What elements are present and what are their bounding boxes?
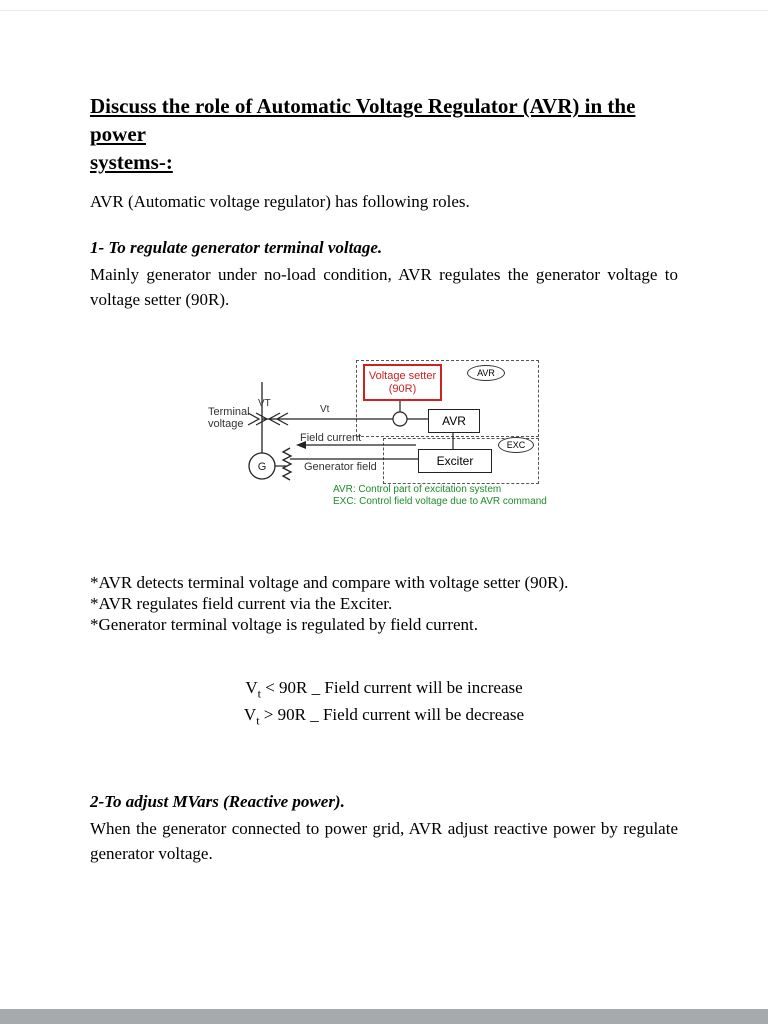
- summing-junction: [392, 411, 408, 427]
- field-current-arrowhead: [296, 441, 306, 449]
- equation-decrease: Vt > 90R _ Field current will be decreas…: [243, 705, 525, 728]
- legend-exc: EXC: Control field voltage due to AVR co…: [333, 496, 547, 507]
- avr-oval-tag: AVR: [467, 365, 505, 381]
- voltage-setter-box: Voltage setter (90R): [363, 364, 442, 401]
- viewer-bottom-bar: [0, 1009, 768, 1024]
- subscript: t: [256, 713, 260, 728]
- section-2-heading: 2-To adjust MVars (Reactive power).: [90, 791, 345, 811]
- generator-label: G: [258, 461, 267, 473]
- field-current-label: Field current: [300, 432, 362, 444]
- avr-block-diagram: G Voltage setter (90R) AVR Exciter AVR E…: [90, 356, 678, 514]
- notes-list: *AVR detects terminal voltage and compar…: [90, 572, 678, 635]
- document-content: Discuss the role of Automatic Voltage Re…: [90, 92, 678, 863]
- subscript: t: [257, 686, 261, 701]
- vt-signal-label: Vt: [320, 404, 330, 415]
- title-line-2: systems-:: [90, 150, 173, 174]
- exc-oval-tag: EXC: [498, 437, 534, 453]
- note-item: *AVR regulates field current via the Exc…: [90, 594, 393, 613]
- avr-box: AVR: [428, 409, 480, 433]
- generator-field-label: Generator field: [302, 461, 379, 473]
- page-title: Discuss the role of Automatic Voltage Re…: [90, 92, 678, 176]
- voltage-setter-label-1: Voltage setter: [368, 369, 437, 382]
- intro-paragraph: AVR (Automatic voltage regulator) has fo…: [90, 192, 470, 211]
- page-top-divider: [0, 10, 768, 11]
- field-coil-icon: [281, 447, 293, 481]
- section-1-heading: 1- To regulate generator terminal voltag…: [90, 238, 383, 257]
- avr-dashed-boundary: [356, 360, 539, 437]
- equations-block: Vt < 90R _ Field current will be increas…: [90, 677, 678, 732]
- section-1-body: Mainly generator under no-load condition…: [90, 265, 678, 309]
- title-line-1: Discuss the role of Automatic Voltage Re…: [90, 94, 636, 146]
- exc-dashed-boundary: [383, 438, 539, 484]
- equation-increase: Vt < 90R _ Field current will be increas…: [245, 678, 523, 701]
- vt-transformer-label: VT: [258, 398, 271, 409]
- exciter-box: Exciter: [418, 449, 492, 473]
- section-2-body: When the generator connected to power gr…: [90, 818, 678, 863]
- voltage-setter-label-2: (90R): [388, 382, 417, 395]
- legend-avr: AVR: Control part of excitation system: [333, 484, 502, 495]
- generator-circle: [248, 452, 276, 480]
- note-item: *AVR detects terminal voltage and compar…: [90, 573, 569, 592]
- diagram-wires: G: [247, 382, 454, 481]
- note-item: *Generator terminal voltage is regulated…: [90, 615, 479, 634]
